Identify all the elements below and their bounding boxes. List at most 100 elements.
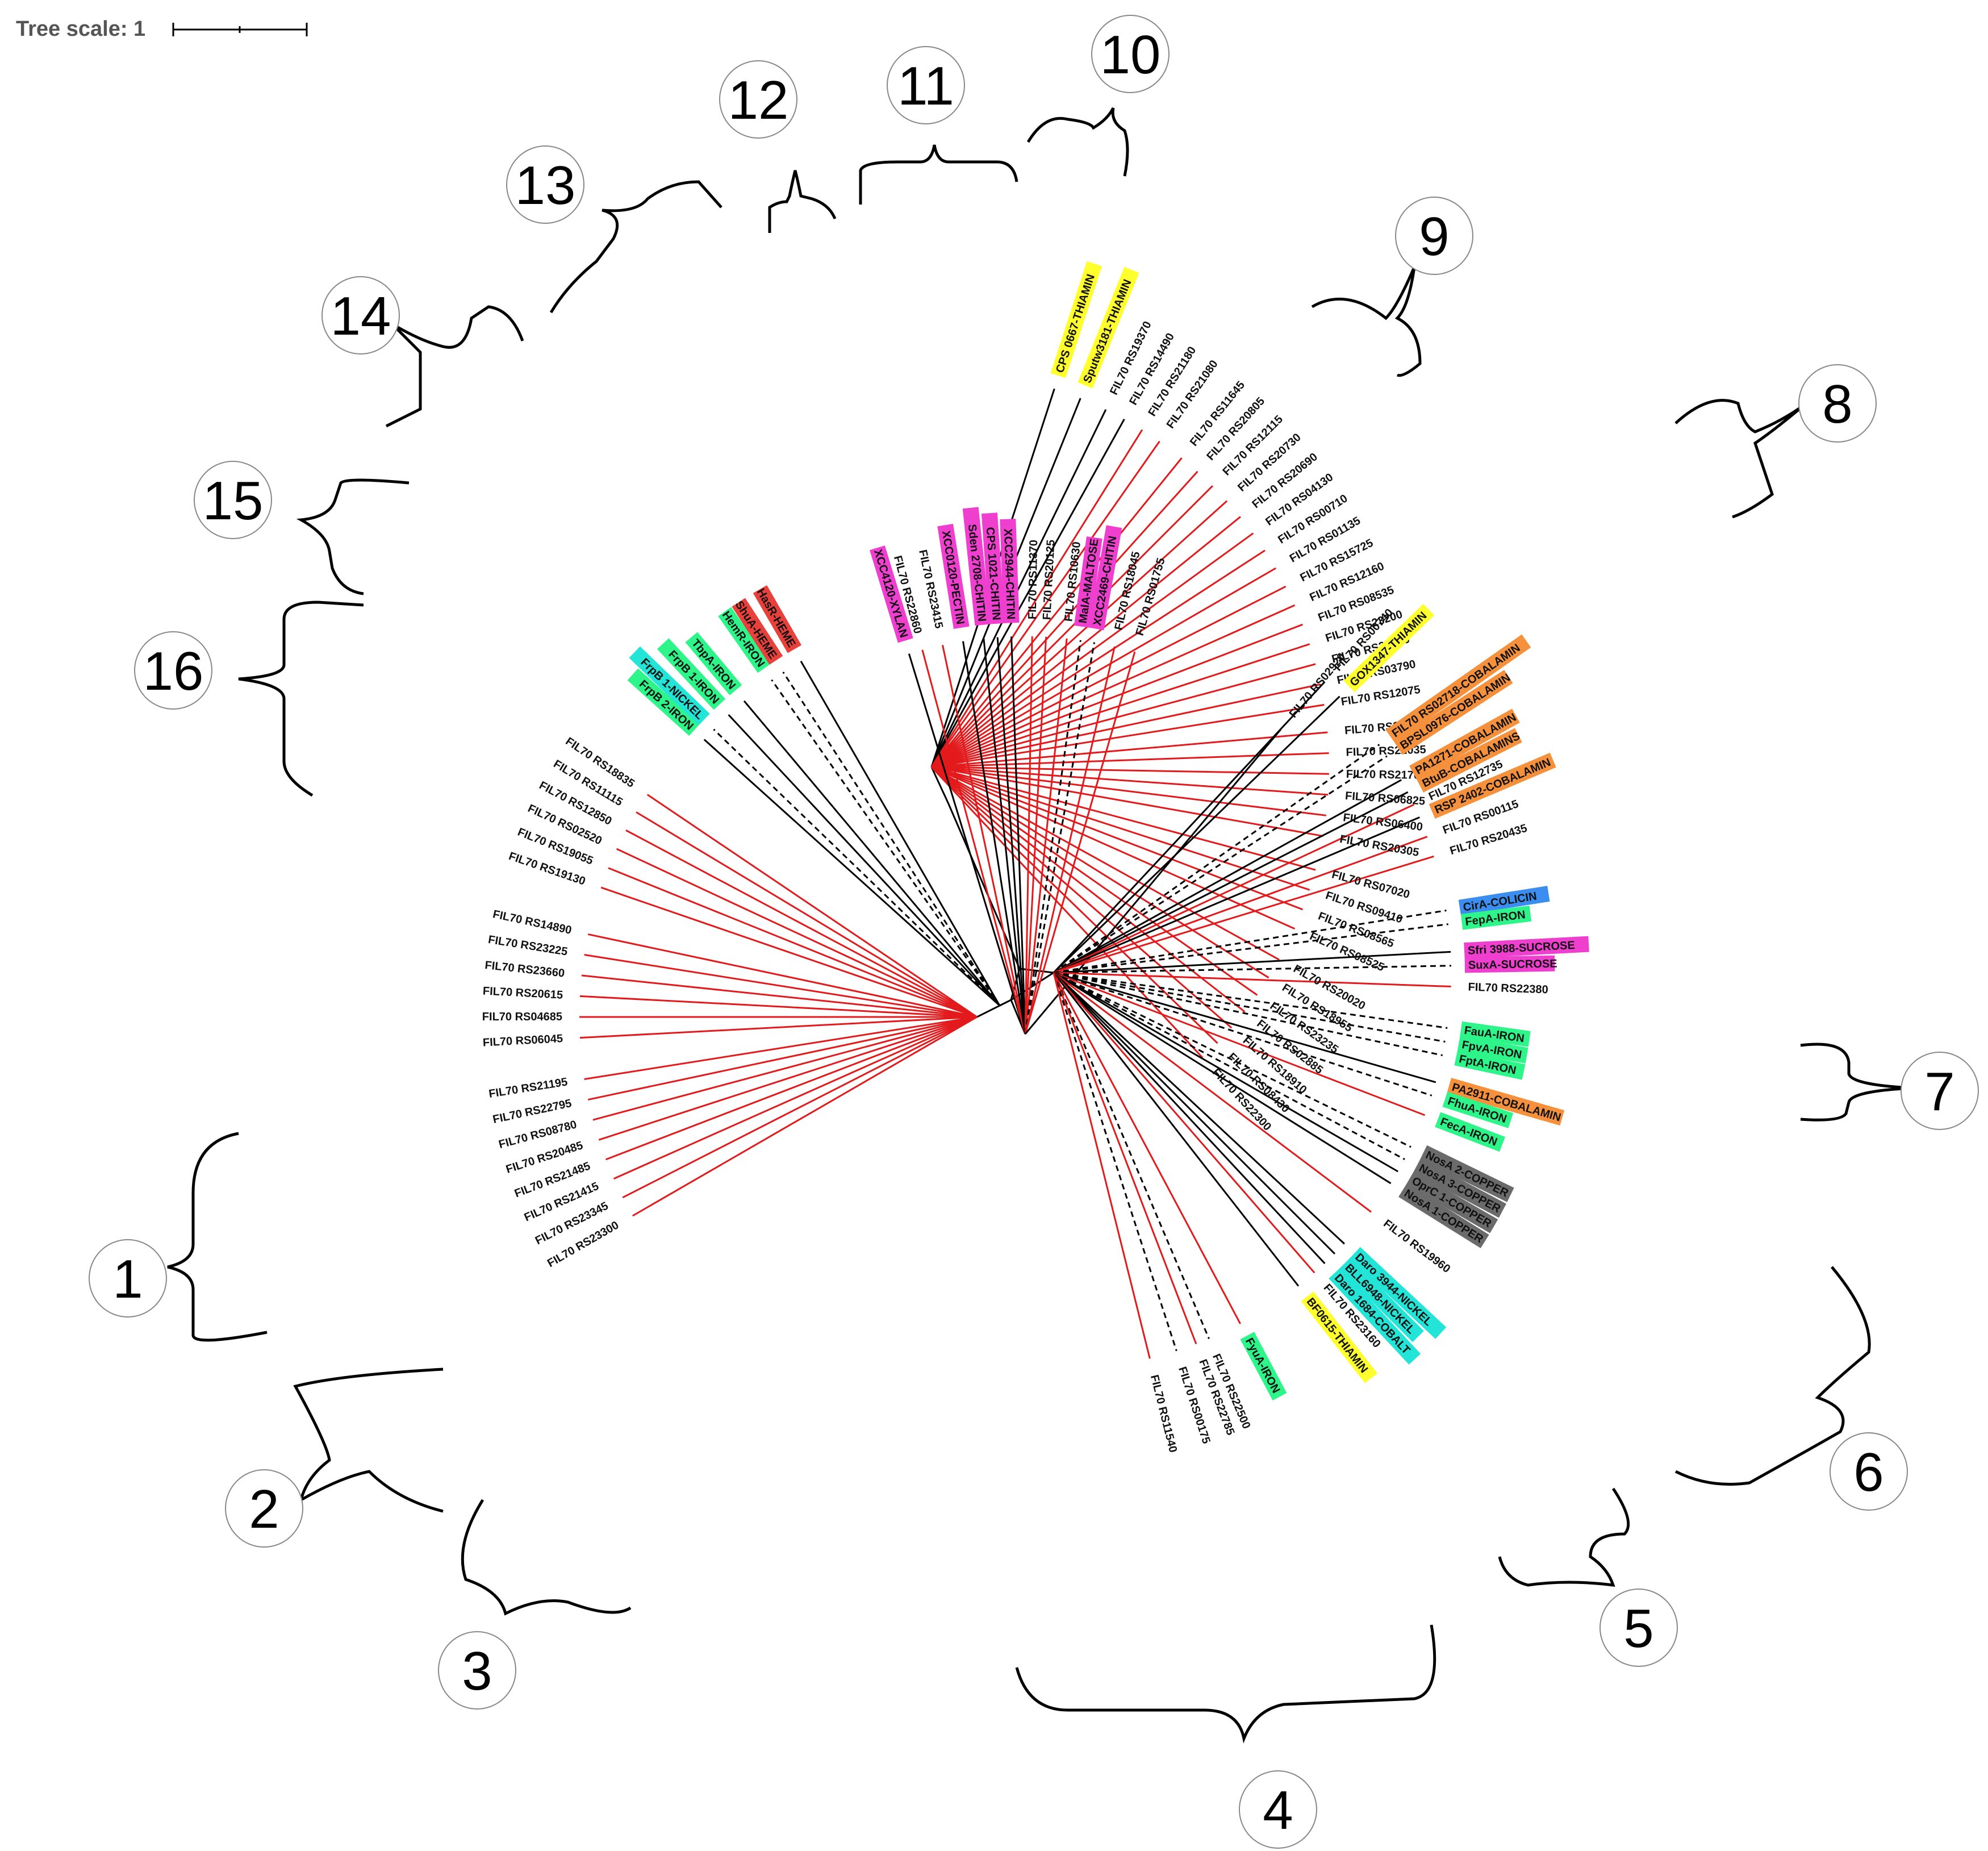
tree-branch [713, 728, 1001, 1007]
leaf-highlight [732, 598, 783, 665]
leaf-label: FIL70 RS04130 [1263, 471, 1335, 528]
leaf-highlight [629, 646, 710, 726]
leaf-label: Sfri 3988-SUCROSE [1464, 936, 1589, 959]
leaf-highlight [685, 632, 742, 695]
leaf-highlight [1398, 1183, 1489, 1249]
leaf-name: FIL70 RS20125 [1041, 539, 1057, 620]
tree-branch [930, 440, 1160, 768]
tree-branch [930, 766, 1204, 1058]
tree-branch [1053, 972, 1300, 1287]
leaf-highlight [1420, 1145, 1514, 1202]
leaf-name: SuxA-SUCROSE [1468, 958, 1557, 972]
clade-bracket [1498, 1487, 1630, 1587]
tree-branch [908, 653, 1026, 1035]
tree-branch [931, 623, 1304, 768]
tree-branch [1024, 638, 1068, 1035]
tree-branch [1053, 972, 1446, 1043]
clade-number-circle [134, 631, 212, 710]
tree-branch [608, 867, 978, 1018]
leaf-highlight [753, 585, 801, 653]
leaf-label: FIL70 RS06400 [1342, 811, 1423, 833]
leaf-name: FIL70 RS04685 [482, 1011, 562, 1023]
tree-branch [622, 1016, 978, 1199]
tree-branch [983, 638, 1026, 1035]
tree-branch [728, 714, 1001, 1007]
clade-bracket [1015, 1624, 1436, 1744]
leaf-label: FIL70 RS04685 [482, 1011, 562, 1023]
clade-number: 12 [728, 70, 789, 131]
tree-branch [931, 704, 1325, 768]
tree-branch [930, 485, 1214, 768]
tree-branch [584, 954, 978, 1018]
clade-number-circle [1599, 1589, 1678, 1667]
tree-branch [931, 567, 1276, 768]
leaf-label: FIL70 RS20305 [1339, 833, 1420, 859]
tree-branch [579, 1016, 978, 1039]
leaf-label: FIL70 RS20615 [482, 985, 563, 1001]
clade-bracket [1311, 266, 1422, 377]
clade-number: 14 [331, 286, 391, 347]
leaf-highlight [1464, 955, 1555, 973]
tree-branch [1053, 972, 1451, 987]
leaf-label: FIL70 RS23660 [484, 959, 565, 980]
tree-branch [1053, 779, 1402, 974]
tree-branch [1024, 636, 1033, 1035]
tree-branch [598, 1016, 978, 1141]
leaf-highlight [1343, 603, 1435, 693]
leaf-highlight [1447, 1078, 1565, 1126]
tree-branch [1053, 855, 1434, 974]
leaf-highlight [1329, 1268, 1421, 1365]
clade-number: 13 [515, 155, 576, 216]
tree-branch [1053, 972, 1392, 1185]
leaf-label: FIL70 RS20805 [1204, 395, 1267, 463]
tree-branch [1053, 972, 1432, 1097]
leaf-highlight [627, 668, 700, 736]
clade-number: 16 [143, 641, 204, 702]
leaf-highlight [1385, 634, 1531, 743]
clade-bracket [549, 180, 722, 314]
tree-branch [1053, 803, 1415, 974]
leaf-highlight [1406, 1171, 1498, 1233]
leaf-highlight [1301, 1291, 1378, 1383]
clade-number: 10 [1100, 24, 1161, 85]
tree-branch [931, 731, 1328, 768]
tree-branch [1053, 681, 1326, 974]
leaf-name: FyuA-IRON [1243, 1336, 1283, 1395]
tree-branch [1053, 910, 1447, 974]
tree-branch [1053, 972, 1241, 1324]
tree-branch [579, 995, 978, 1018]
clade-bracket [461, 1499, 632, 1616]
leaf-label: FIL70 RS23225 [487, 933, 569, 958]
tree-branch [1053, 836, 1428, 974]
tree-branch [584, 1016, 978, 1080]
tree-branch [931, 766, 1280, 961]
clade-number-circle [1091, 15, 1170, 93]
tree-branch [1053, 965, 1451, 974]
clade-bracket [293, 1368, 444, 1513]
leaf-highlight [1077, 266, 1139, 389]
leaf-label: FIL70 RS20125 [1041, 539, 1057, 620]
leaf-highlight [1458, 886, 1550, 916]
leaf-highlight [1074, 536, 1102, 628]
clade-bracket [1026, 107, 1129, 177]
internal-branch [1019, 968, 1054, 974]
tree-branch [1053, 972, 1411, 1148]
leaf-label: XCC2944-CHITIN [1000, 519, 1020, 623]
tree-branch [646, 794, 978, 1018]
tree-branch [930, 500, 1228, 768]
leaf-highlight [1088, 525, 1122, 631]
tree-branch [1053, 950, 1451, 974]
tree-branch [930, 429, 1143, 768]
internal-branch [930, 766, 950, 804]
leaf-name: FIL70 RS20615 [482, 985, 563, 1001]
leaf-label: FIL70 RS22380 [1468, 981, 1548, 997]
leaf-highlight [1460, 905, 1532, 930]
tree-branch [587, 1016, 978, 1101]
leaf-label: FIL70 RS12115 [1220, 413, 1285, 478]
tree-branch [600, 886, 978, 1018]
clade-bracket [859, 144, 1018, 205]
clade-number-circle [438, 1631, 516, 1710]
tree-branch [581, 974, 978, 1018]
clade-number-circle [1798, 364, 1877, 443]
